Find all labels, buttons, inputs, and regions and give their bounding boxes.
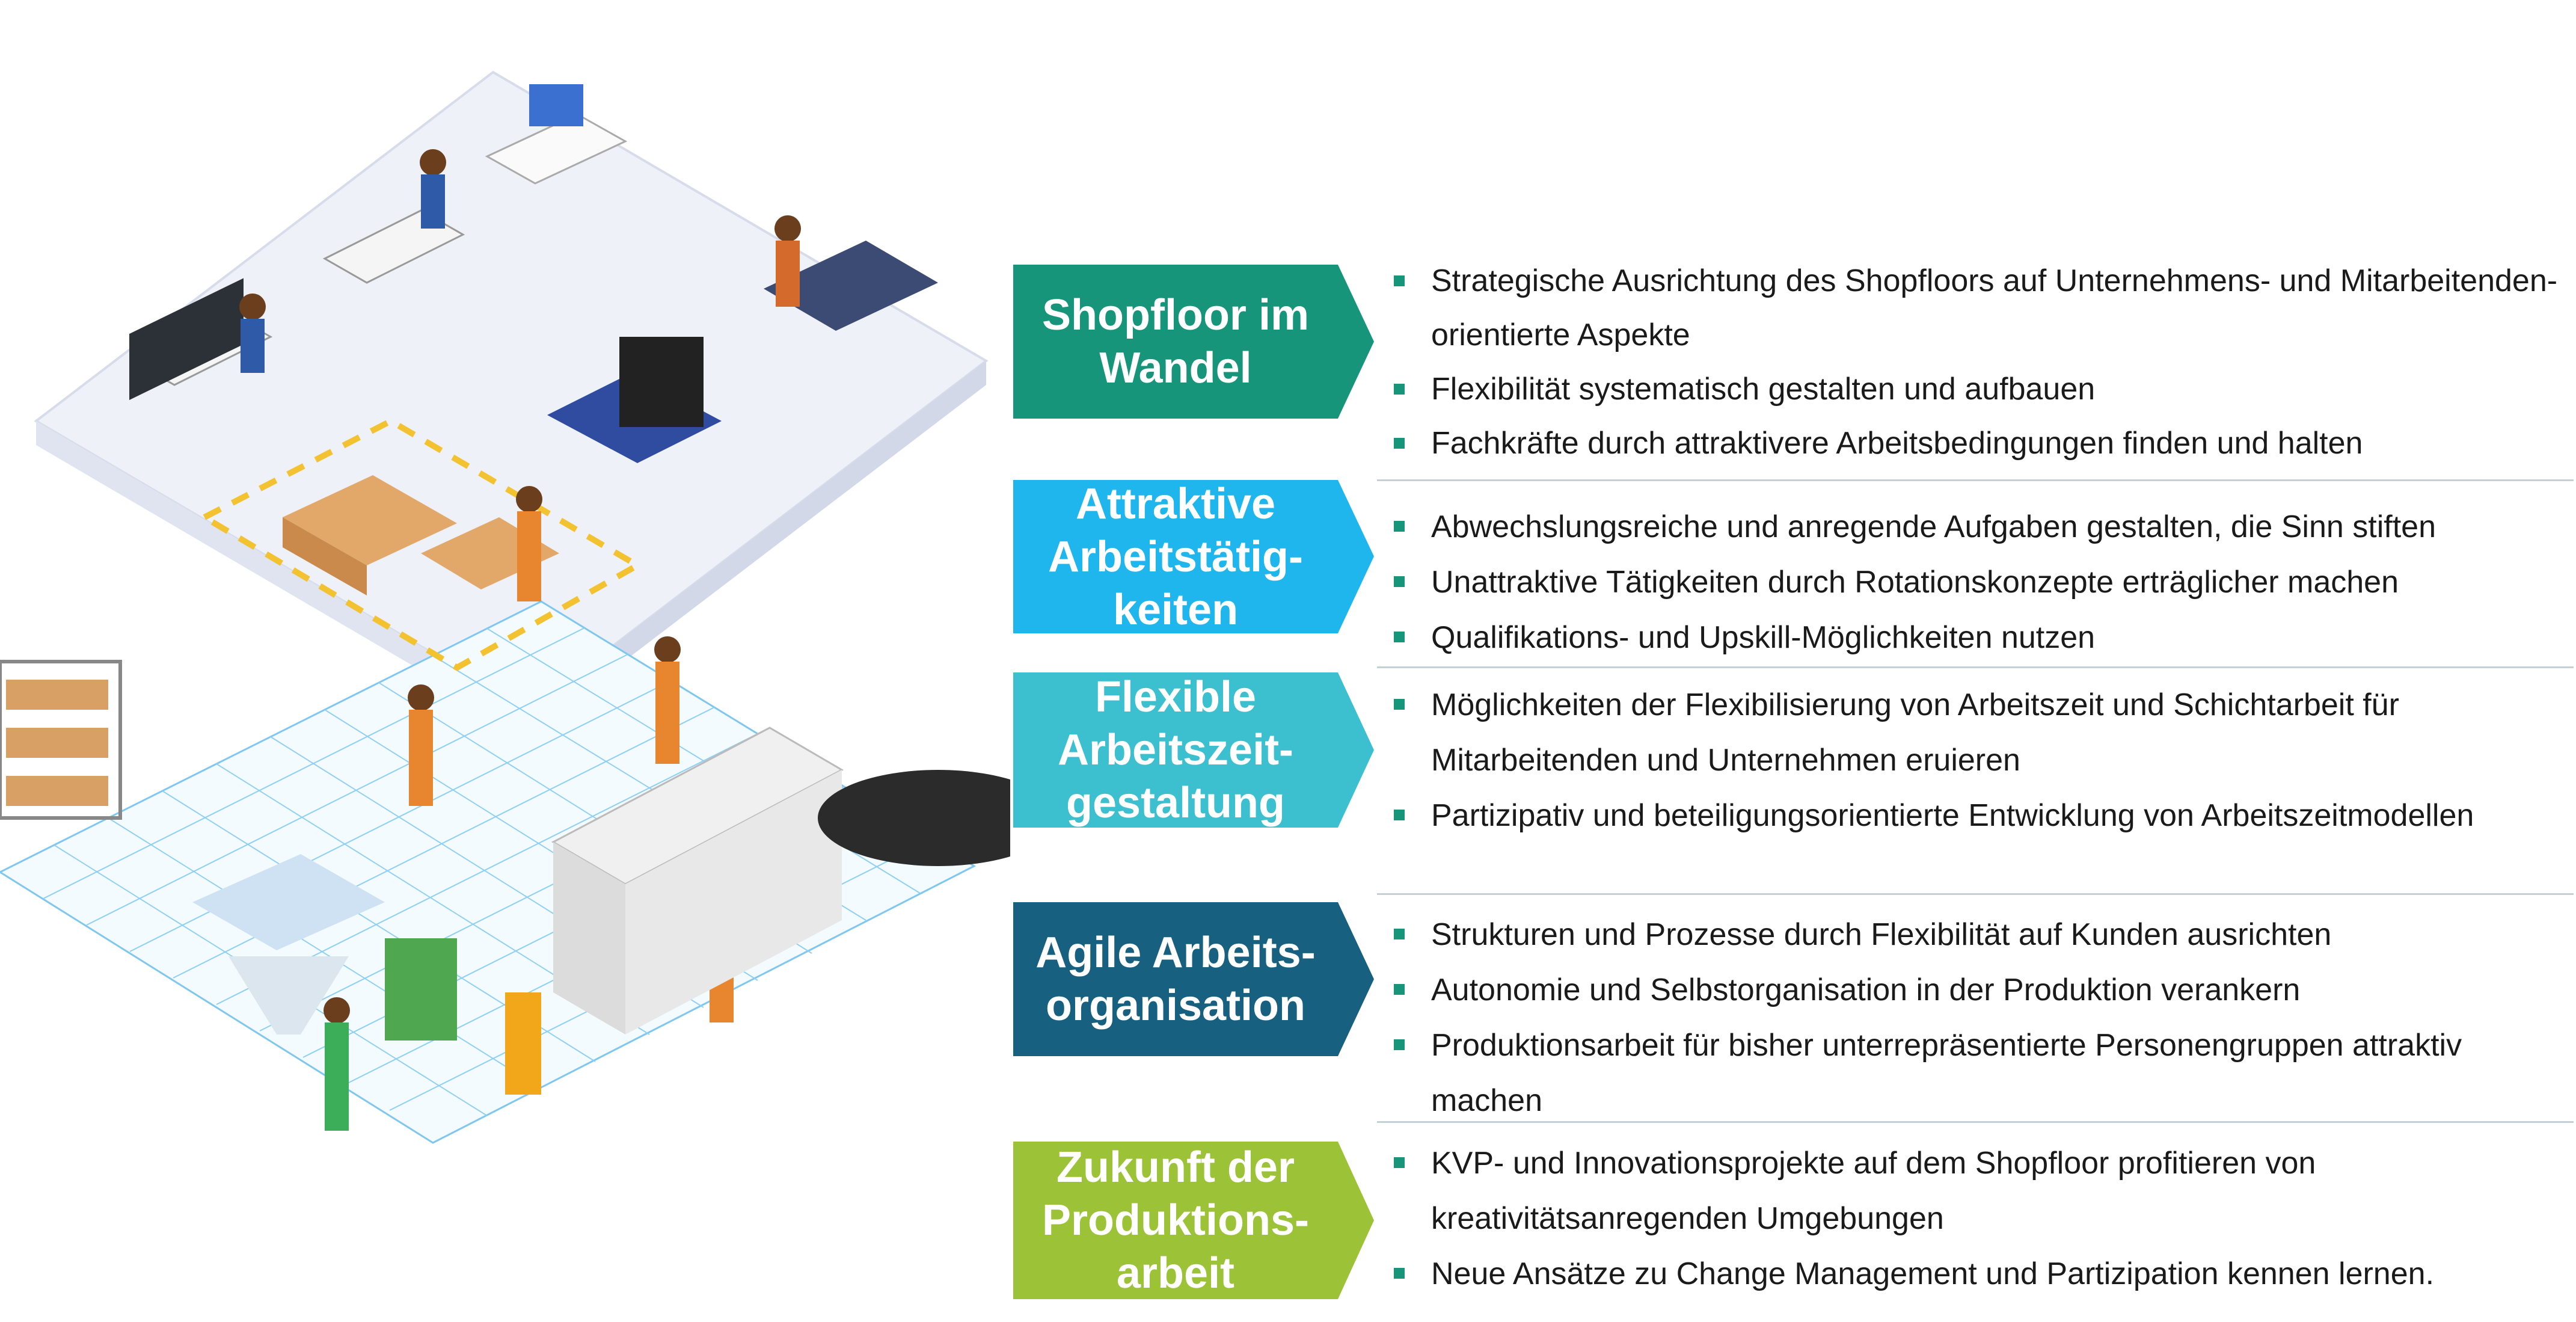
storage-rack [0, 660, 1010, 866]
arrow-shape [1013, 1142, 1374, 1299]
bullet-square-icon [1394, 438, 1405, 449]
bullet-item: Autonomie und Selbstorganisation in der … [1389, 962, 2568, 1018]
bullet-square-icon [1394, 699, 1405, 710]
bullet-square-icon [1394, 1268, 1405, 1279]
separator-line [1377, 666, 2574, 668]
section-bullets-agile: Strukturen und Prozesse durch Flexibilit… [1389, 907, 2568, 1128]
bullet-square-icon [1394, 810, 1405, 820]
section-title: Attraktive Arbeitstätig- keiten [1047, 479, 1304, 634]
section-arrow-flexible: Flexible Arbeitszeit- gestaltung [1013, 672, 1374, 828]
bullet-square-icon [1394, 1157, 1405, 1168]
bullet-item: KVP- und Innovationsprojekte auf dem Sho… [1389, 1136, 2568, 1246]
bullet-item: Partizipativ und beteiligungsorientierte… [1389, 788, 2568, 843]
separator-line [1377, 479, 2574, 481]
arrow-shape [1013, 902, 1374, 1056]
bullet-square-icon [1394, 521, 1405, 532]
bullet-item: Unattraktive Tätigkeiten durch Rotations… [1389, 555, 2568, 610]
section-arrow-agile: Agile Arbeits- organisation [1013, 902, 1374, 1056]
section-bullets-zukunft: KVP- und Innovationsprojekte auf dem Sho… [1389, 1136, 2568, 1302]
bullet-item: Strategische Ausrichtung des Shopfloors … [1389, 254, 2568, 362]
separator-line [1377, 1121, 2574, 1123]
section-arrow-shopfloor: Shopfloor im Wandel [1013, 265, 1374, 419]
arrow-fill [1013, 672, 1374, 828]
bullet-square-icon [1394, 1039, 1405, 1050]
bullet-item: Flexibilität systematisch gestalten und … [1389, 362, 2568, 416]
section-bullets-flexible: Möglichkeiten der Flexibilisierung von A… [1389, 677, 2568, 843]
bullet-item: Möglichkeiten der Flexibilisierung von A… [1389, 677, 2568, 788]
section-bullets-shopfloor: Strategische Ausrichtung des Shopfloors … [1389, 254, 2568, 470]
arrow-shape [1013, 265, 1374, 419]
arrow-fill [1013, 1142, 1374, 1299]
bullet-item: Abwechslungsreiche und anregende Aufgabe… [1389, 499, 2568, 555]
section-title: Agile Arbeits- organisation [1035, 929, 1316, 1030]
bullet-item: Fachkräfte durch attraktivere Arbeitsbed… [1389, 416, 2568, 470]
arrow-fill [1013, 902, 1374, 1056]
bullet-square-icon [1394, 984, 1405, 995]
bullet-square-icon [1394, 632, 1405, 642]
bullet-item: Qualifikations- und Upskill-Möglichkeite… [1389, 610, 2568, 665]
section-arrow-attraktive: Attraktive Arbeitstätig- keiten [1013, 479, 1374, 634]
arrow-shape [1013, 672, 1374, 828]
bullet-item: Neue Ansätze zu Change Management und Pa… [1389, 1246, 2568, 1302]
section-title: Flexible Arbeitszeit- gestaltung [1057, 673, 1294, 827]
bullet-item: Produktionsarbeit für bisher unterrepräs… [1389, 1018, 2568, 1128]
arrow-fill [1013, 480, 1374, 633]
bullet-square-icon [1394, 929, 1405, 939]
separator-line [1377, 893, 2574, 895]
section-title: Shopfloor im Wandel [1042, 291, 1309, 392]
bullet-item: Strukturen und Prozesse durch Flexibilit… [1389, 907, 2568, 962]
office-desks [129, 84, 938, 463]
arrow-fill [1013, 265, 1374, 419]
bullet-square-icon [1394, 576, 1405, 587]
bullet-square-icon [1394, 384, 1405, 395]
bullet-square-icon [1394, 275, 1405, 286]
production-line [192, 727, 844, 1095]
factory-illustration [0, 70, 1010, 1144]
section-arrow-zukunft: Zukunft der Produktions- arbeit [1013, 1142, 1374, 1299]
section-title: Zukunft der Produktions- arbeit [1042, 1143, 1309, 1297]
section-bullets-attraktive: Abwechslungsreiche und anregende Aufgabe… [1389, 499, 2568, 665]
arrow-shape [1013, 480, 1374, 633]
